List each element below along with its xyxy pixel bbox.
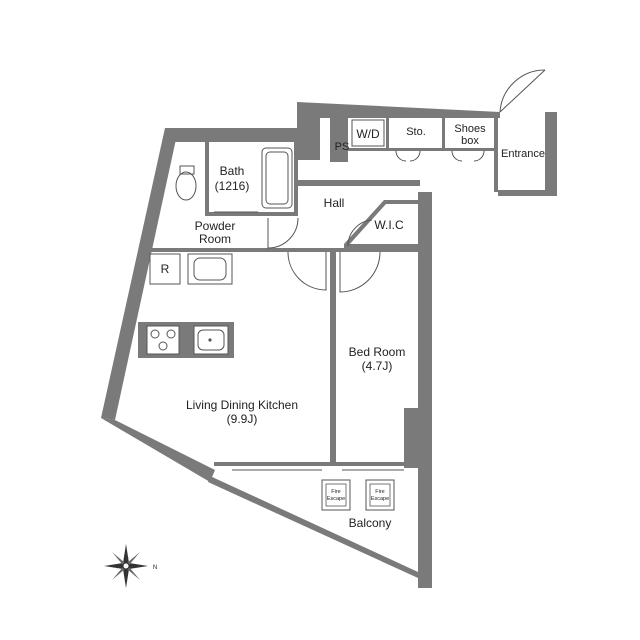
label-ps: PS bbox=[335, 141, 350, 153]
label-fridge: R bbox=[161, 262, 170, 276]
label-wd: W/D bbox=[356, 127, 380, 141]
label-powder-line1: Powder bbox=[195, 219, 236, 233]
label-storage: Sto. bbox=[406, 126, 426, 138]
label-bath-line2: (1216) bbox=[215, 179, 250, 193]
label-bedroom-line2: (4.7J) bbox=[362, 359, 393, 373]
label-shoes-box-line1: Shoes bbox=[454, 123, 486, 135]
room-labels: W/D Sto. Shoes box Entrance PS Bath (121… bbox=[161, 123, 545, 530]
label-ldk-line1: Living Dining Kitchen bbox=[186, 398, 298, 412]
label-entrance: Entrance bbox=[501, 148, 545, 160]
label-bath-line1: Bath bbox=[220, 164, 245, 178]
label-ldk-line2: (9.9J) bbox=[227, 412, 258, 426]
fixtures bbox=[146, 69, 546, 511]
label-bedroom-line1: Bed Room bbox=[349, 345, 406, 359]
label-fire-escape-1-line1: Fire bbox=[331, 489, 340, 495]
label-shoes-box-line2: box bbox=[461, 135, 479, 147]
interior-walls bbox=[138, 118, 498, 468]
label-balcony: Balcony bbox=[349, 516, 392, 530]
compass-north-letter: N bbox=[153, 565, 157, 571]
label-powder-line2: Room bbox=[199, 232, 231, 246]
label-fire-escape-1-line2: Escape bbox=[327, 496, 345, 502]
compass-icon: N bbox=[104, 544, 157, 588]
label-hall: Hall bbox=[324, 196, 345, 210]
label-wic: W.I.C bbox=[374, 218, 404, 232]
exterior-walls bbox=[101, 102, 557, 588]
label-fire-escape-2-line2: Escape bbox=[371, 496, 389, 502]
label-fire-escape-2-line1: Fire bbox=[375, 489, 384, 495]
